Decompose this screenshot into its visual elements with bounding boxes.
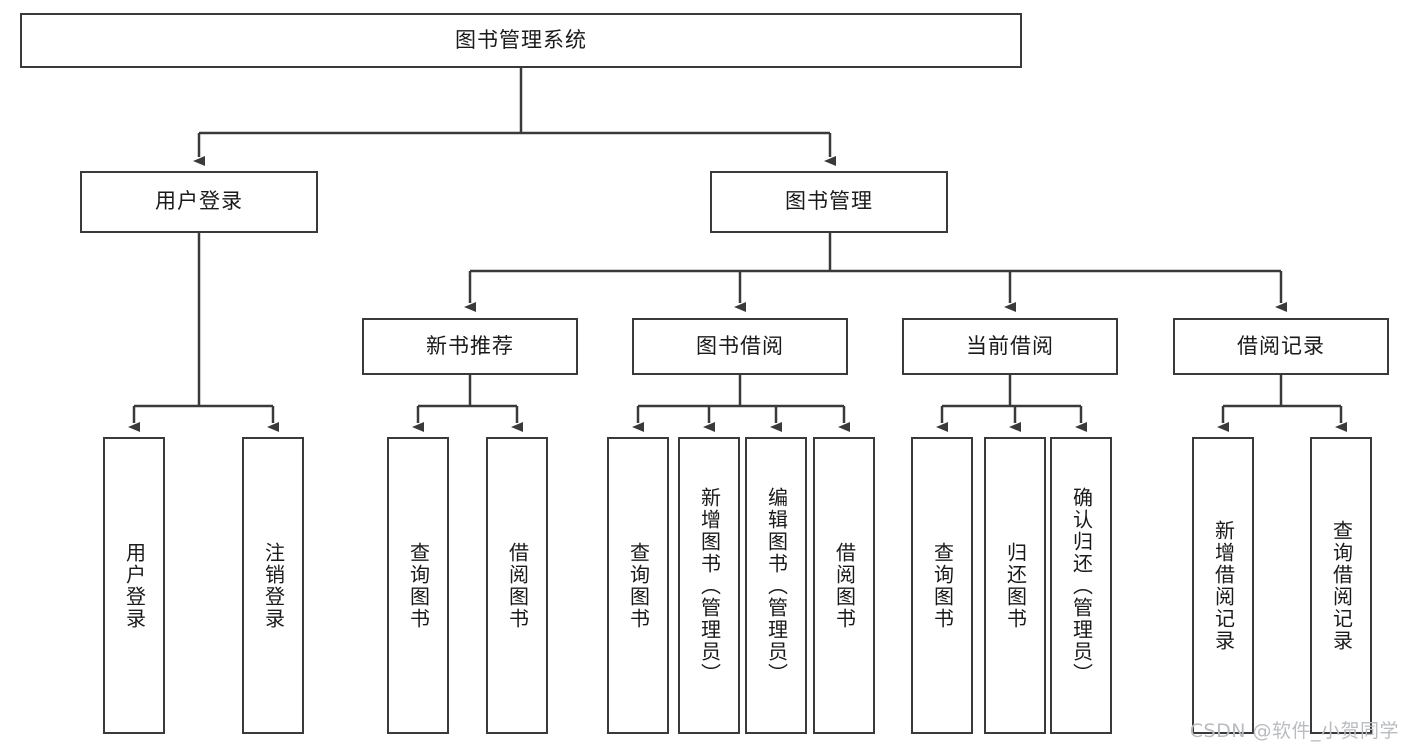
node-label: 编辑图书（管理员） bbox=[764, 486, 789, 685]
node-borrow-record[interactable]: 借阅记录 bbox=[1173, 318, 1389, 375]
node-label: 图书管理系统 bbox=[455, 27, 587, 52]
node-leaf-user-logout[interactable]: 注销登录 bbox=[242, 437, 304, 734]
node-leaf-user-login[interactable]: 用户登录 bbox=[103, 437, 165, 734]
node-leaf-confirm-return[interactable]: 确认归还（管理员） bbox=[1050, 437, 1112, 734]
node-label: 查询图书 bbox=[930, 541, 955, 630]
node-leaf-edit-book[interactable]: 编辑图书（管理员） bbox=[745, 437, 807, 734]
node-label: 查询图书 bbox=[406, 541, 431, 630]
node-label: 新增图书（管理员） bbox=[697, 486, 722, 685]
node-new-book-recommend[interactable]: 新书推荐 bbox=[362, 318, 578, 375]
node-leaf-query-book-1[interactable]: 查询图书 bbox=[387, 437, 449, 734]
node-leaf-add-book[interactable]: 新增图书（管理员） bbox=[678, 437, 740, 734]
node-label: 借阅图书 bbox=[832, 541, 857, 630]
csdn-watermark: CSDN @软件_小贺同学 bbox=[1189, 720, 1399, 742]
node-label: 查询借阅记录 bbox=[1329, 519, 1354, 652]
node-book-borrow[interactable]: 图书借阅 bbox=[632, 318, 848, 375]
node-leaf-query-book-3[interactable]: 查询图书 bbox=[911, 437, 973, 734]
node-leaf-query-book-2[interactable]: 查询图书 bbox=[607, 437, 669, 734]
node-user-login[interactable]: 用户登录 bbox=[80, 171, 318, 233]
node-root-system[interactable]: 图书管理系统 bbox=[20, 13, 1022, 68]
node-current-borrow[interactable]: 当前借阅 bbox=[902, 318, 1118, 375]
node-label: 新增借阅记录 bbox=[1211, 519, 1236, 652]
node-leaf-return-book[interactable]: 归还图书 bbox=[984, 437, 1046, 734]
node-leaf-borrow-book-2[interactable]: 借阅图书 bbox=[813, 437, 875, 734]
node-label: 用户登录 bbox=[155, 189, 243, 214]
node-label: 图书管理 bbox=[785, 189, 873, 214]
node-label: 借阅图书 bbox=[505, 541, 530, 630]
node-leaf-borrow-book-1[interactable]: 借阅图书 bbox=[486, 437, 548, 734]
node-label: 注销登录 bbox=[261, 541, 286, 630]
node-label: 归还图书 bbox=[1003, 541, 1028, 630]
node-label: 用户登录 bbox=[122, 541, 147, 630]
node-label: 确认归还（管理员） bbox=[1069, 486, 1094, 685]
node-book-management[interactable]: 图书管理 bbox=[710, 171, 948, 233]
node-label: 当前借阅 bbox=[966, 333, 1054, 358]
node-leaf-add-borrow-record[interactable]: 新增借阅记录 bbox=[1192, 437, 1254, 734]
node-label: 查询图书 bbox=[626, 541, 651, 630]
node-leaf-query-borrow-record[interactable]: 查询借阅记录 bbox=[1310, 437, 1372, 734]
node-label: 新书推荐 bbox=[426, 333, 514, 358]
node-label: 借阅记录 bbox=[1237, 333, 1325, 358]
node-label: 图书借阅 bbox=[696, 333, 784, 358]
